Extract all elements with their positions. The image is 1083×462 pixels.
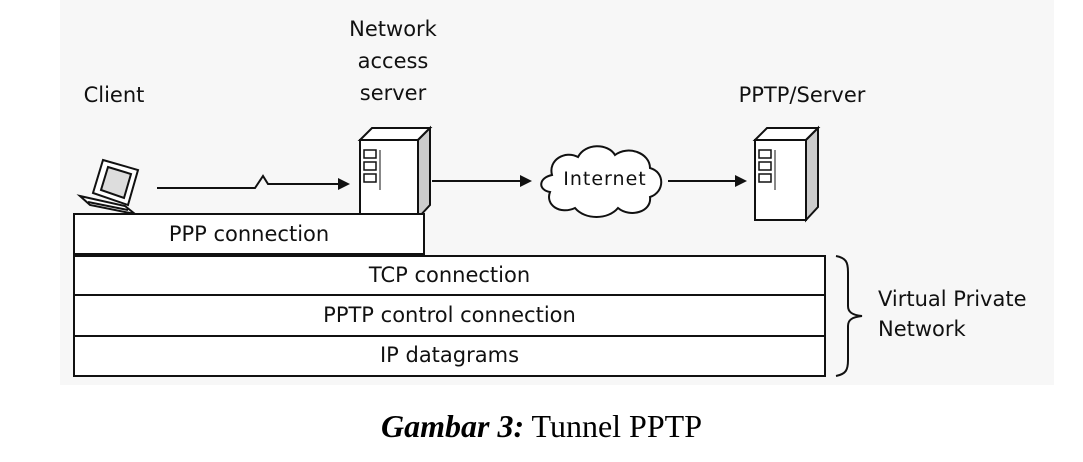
internet-cloud-icon [540,145,663,218]
caption-title: Tunnel PPTP [531,408,702,444]
figure-caption: Gambar 3: Tunnel PPTP [0,408,1083,445]
nas-label-line1: Network [349,17,437,41]
pptp-control-label: PPTP control connection [323,303,576,327]
ip-datagrams-label: IP datagrams [379,343,520,367]
arrow-head-1 [338,178,350,190]
caption-prefix: Gambar 3: [381,408,525,444]
pptp-server-icon [752,125,821,223]
ppp-connection-label: PPP connection [168,222,330,246]
vpn-label-line2: Network [878,317,966,341]
nas-label-line2: access [357,49,429,73]
vpn-label-line1: Virtual Private [878,287,1027,311]
nas-label-line3: server [359,81,427,105]
arrow-head-3 [735,175,747,187]
ppp-connection-box [73,213,425,255]
tcp-connection-label: TCP connection [368,263,531,287]
laptop-icon [76,158,140,215]
ip-datagrams-box [73,335,826,377]
internet-label: Internet [563,168,647,190]
client-label: Client [83,83,145,107]
nas-server-icon [357,125,433,221]
dialup-link-line [157,174,338,189]
pptp-server-label: PPTP/Server [738,83,866,107]
vpn-brace [835,255,863,377]
arrow-head-2 [520,175,532,187]
